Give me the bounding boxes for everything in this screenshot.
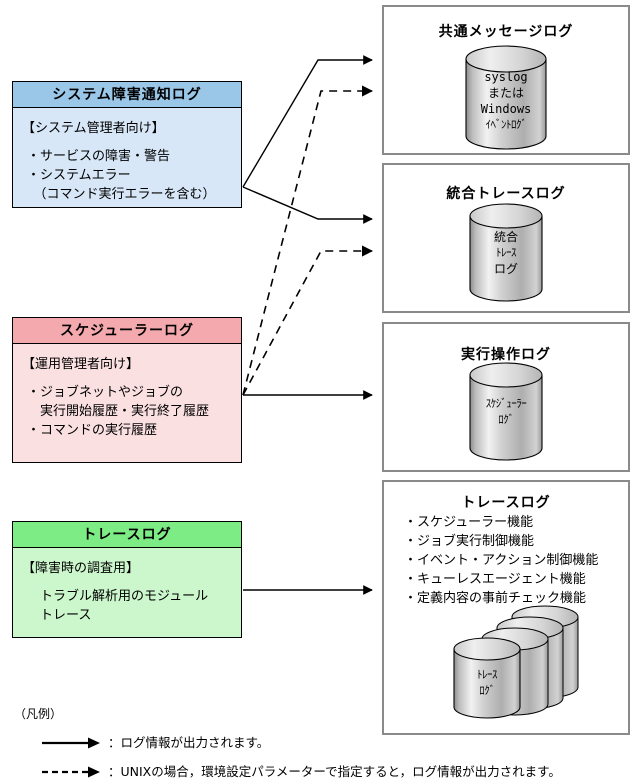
source-box-system-failure-notification-log[interactable]: システム障害通知ログ 【システム管理者向け】 ・サービスの障害・警告 ・システム… — [12, 81, 242, 208]
source-box-trace-log[interactable]: トレースログ 【障害時の調査用】 トラブル解析用のモジュール トレース — [12, 521, 242, 638]
cylinder-execution-operation-log: ｽｹｼﾞｭｰﾗｰ ﾛｸﾞ — [466, 362, 546, 462]
connector-scheduler-to-message-dashed — [242, 85, 374, 396]
source-body: 【システム管理者向け】 ・サービスの障害・警告 ・システムエラー （コマンド実行… — [13, 108, 241, 204]
cylinder-stack-trace-log: ﾄﾚｰｽ ﾛｸﾞ — [442, 599, 592, 719]
target-title: トレースログ — [461, 495, 551, 511]
source-line: （コマンド実行エラーを含む） — [27, 187, 216, 202]
target-feature-item: ・キューレスエージェント機能 — [404, 572, 586, 587]
cylinder-common-message-log: syslog または Windows ｲﾍﾞﾝﾄﾛｸﾞ — [462, 45, 550, 150]
connector-scheduler-to-integrated-dashed — [242, 245, 374, 396]
source-line: ・システムエラー — [27, 168, 131, 183]
source-line: 実行開始履歴・実行終了履歴 — [27, 404, 210, 419]
legend-row-solid: ：ログ情報が出力されます。 — [14, 732, 634, 751]
source-line: ・ジョブネットやジョブの — [27, 385, 184, 400]
target-box-trace-log[interactable]: トレースログ ・スケジューラー機能 ・ジョブ実行制御機能 ・イベント・アクション… — [382, 480, 630, 735]
source-line: ・サービスの障害・警告 — [27, 149, 171, 164]
source-audience: 【障害時の調査用】 — [22, 561, 140, 576]
dashed-arrow-icon — [40, 764, 102, 778]
cylinder-integrated-trace-log: 統合 ﾄﾚｰｽ ログ — [466, 203, 546, 303]
target-feature-item: ・定義内容の事前チェック機能 — [404, 591, 587, 606]
source-line: ・コマンドの実行履歴 — [27, 423, 158, 438]
source-line: トレース — [27, 608, 92, 623]
legend: （凡例） ：ログ情報が出力されます。 ：UNIXの場合，環境設定パラメーターで指… — [14, 705, 634, 780]
target-feature-list: ・スケジューラー機能 ・ジョブ実行制御機能 ・イベント・アクション制御機能 ・キ… — [404, 513, 628, 608]
connector-system-to-message — [242, 55, 373, 188]
source-title: トレースログ — [13, 522, 241, 548]
source-box-scheduler-log[interactable]: スケジューラーログ 【運用管理者向け】 ・ジョブネットやジョブの 実行開始履歴・… — [12, 317, 242, 463]
target-box-execution-operation-log[interactable]: 実行操作ログ ｽｹｼﾞｭｰﾗｰ ﾛｸﾞ — [382, 322, 630, 472]
source-audience: 【システム管理者向け】 — [22, 121, 165, 136]
solid-arrow-icon — [40, 735, 102, 749]
target-feature-item: ・イベント・アクション制御機能 — [404, 553, 599, 568]
target-feature-item: ・スケジューラー機能 — [404, 515, 534, 530]
source-audience: 【運用管理者向け】 — [22, 357, 140, 372]
target-box-common-message-log[interactable]: 共通メッセージログ syslog または Windows ｲﾍﾞﾝﾄﾛｸﾞ — [382, 5, 630, 155]
target-box-integrated-trace-log[interactable]: 統合トレースログ 統合 ﾄﾚｰｽ ログ — [382, 163, 630, 313]
target-feature-item: ・ジョブ実行制御機能 — [404, 534, 535, 549]
source-body: 【障害時の調査用】 トラブル解析用のモジュール トレース — [13, 548, 241, 625]
legend-title: （凡例） — [14, 707, 63, 721]
target-title: 実行操作ログ — [461, 347, 551, 363]
connector-system-to-integrated — [242, 186, 373, 224]
source-line: トラブル解析用のモジュール — [27, 589, 209, 604]
source-title: スケジューラーログ — [13, 318, 241, 344]
target-title: 統合トレースログ — [446, 186, 566, 202]
legend-row-dashed: ：UNIXの場合，環境設定パラメーターで指定すると，ログ情報が出力されます。 — [14, 761, 634, 780]
target-title: 共通メッセージログ — [438, 24, 574, 40]
legend-label: ：ログ情報が出力されます。 — [108, 735, 270, 750]
source-title: システム障害通知ログ — [13, 82, 241, 108]
legend-label: ：UNIXの場合，環境設定パラメーターで指定すると，ログ情報が出力されます。 — [108, 764, 561, 779]
source-body: 【運用管理者向け】 ・ジョブネットやジョブの 実行開始履歴・実行終了履歴 ・コマ… — [13, 344, 241, 440]
